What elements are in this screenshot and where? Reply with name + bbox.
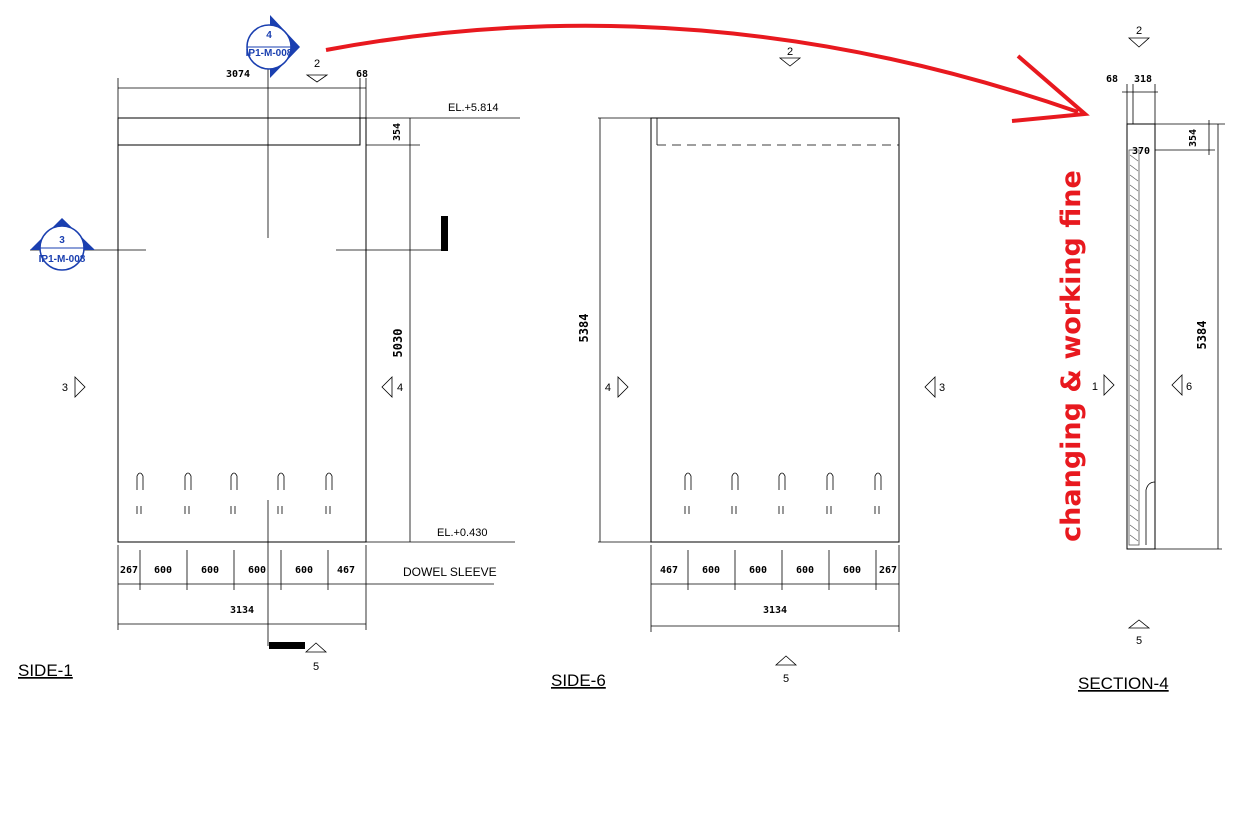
side-6-bottom-dim: 467 [660,565,678,576]
side-6-bottom-dim: 600 [796,565,814,576]
view-marker-icon[interactable] [1171,374,1183,396]
side-1-bottom-dim: 600 [248,565,266,576]
side-1-dowel-note: DOWEL SLEEVE [403,565,497,579]
view-marker-label: 4 [397,382,403,394]
view-marker-icon[interactable] [1127,37,1151,48]
view-marker-label: 6 [1186,381,1192,393]
view-marker-label: 2 [1136,25,1142,37]
side-1-bottom-dim: 600 [201,565,219,576]
side-6-dowels [684,472,882,514]
view-marker-label: 2 [314,58,320,70]
section-tag-number: 4 [266,30,272,41]
section-tag-number: 3 [59,235,65,246]
section-4-dim-354: 354 [1188,129,1199,147]
section-4-dim-a: 68 [1106,74,1118,85]
side-1-title: SIDE-1 [18,661,73,680]
view-marker-icon[interactable] [305,74,329,83]
view-marker-icon[interactable] [774,655,798,666]
view-marker-icon[interactable] [617,376,629,398]
side-1-dowels [136,472,333,514]
section-tag-4[interactable]: 4 IP1-M-008 [246,15,300,78]
section-tag-sheet: IP1-M-008 [246,48,293,59]
side-1-bottom-dim: 267 [120,565,138,576]
side-1-bottom-dim: 467 [337,565,355,576]
view-marker-label: 5 [1136,635,1142,647]
annotation-text: changing & working fine [1056,170,1087,542]
view-marker-label: 2 [787,46,793,58]
side-6-bottom-dim: 267 [879,565,897,576]
side-6-title: SIDE-6 [551,671,606,690]
side-1-dim-354: 354 [392,123,403,141]
section-4-title: SECTION-4 [1078,674,1169,693]
section-4-dim-height: 5384 [1195,321,1209,350]
view-marker-label: 1 [1092,381,1098,393]
view-marker-icon[interactable] [74,376,86,398]
view-marker-icon[interactable] [1127,619,1151,629]
section-cut-end-marker [441,216,448,251]
side-1-el-top: EL.+5.814 [448,102,498,114]
side-1-dim-total: 3134 [230,605,254,616]
side-6-dim-total: 3134 [763,605,787,616]
side-6-bottom-dim: 600 [702,565,720,576]
view-marker-icon[interactable] [304,642,328,653]
side-1-top-band [117,117,361,146]
view-marker-icon[interactable] [924,376,936,398]
side-6-bottom-dim: 600 [749,565,767,576]
section-4-dim-370: 370 [1132,146,1150,157]
side-6-view: 5384 467 600 600 600 600 267 3134 2 4 3 … [551,46,945,690]
side-1-panel-outline [117,117,367,543]
side-6-bottom-dim: 600 [843,565,861,576]
section-4-dowel [1145,481,1156,545]
section-tag-3[interactable]: 3 IP1-M-008 [30,218,95,271]
side-6-panel-outline [650,117,900,543]
view-marker-icon[interactable] [381,376,393,398]
side-1-dim-top-left: 3074 [226,69,250,80]
annotation-arrow [325,23,1090,123]
view-marker-label: 5 [783,673,789,685]
side-1-dim-height: 5030 [391,329,405,358]
side-1-el-bottom: EL.+0.430 [437,527,487,539]
view-marker-icon[interactable] [1103,374,1115,396]
view-marker-icon[interactable] [778,57,802,67]
view-marker-label: 4 [605,382,611,394]
section-4-dim-b: 318 [1134,74,1152,85]
side-1-view: 3074 68 EL.+5.814 354 5030 EL.+0.430 267… [18,58,520,680]
side-1-dim-top-right: 68 [356,69,368,80]
section-4-view: 68 318 370 354 5384 2 1 6 5 SECTION-4 [1078,25,1225,693]
section-4-outline [1126,123,1156,550]
section-tag-sheet: IP1-M-008 [39,254,86,265]
side-1-bottom-dim: 600 [154,565,172,576]
side-1-bottom-dim: 600 [295,565,313,576]
view-marker-label: 3 [62,382,68,394]
view-marker-label: 3 [939,382,945,394]
side-6-dim-height: 5384 [577,314,591,343]
section-cut-bottom-marker [269,642,305,649]
view-marker-label: 5 [313,661,319,673]
section-4-insulation [1128,149,1140,546]
